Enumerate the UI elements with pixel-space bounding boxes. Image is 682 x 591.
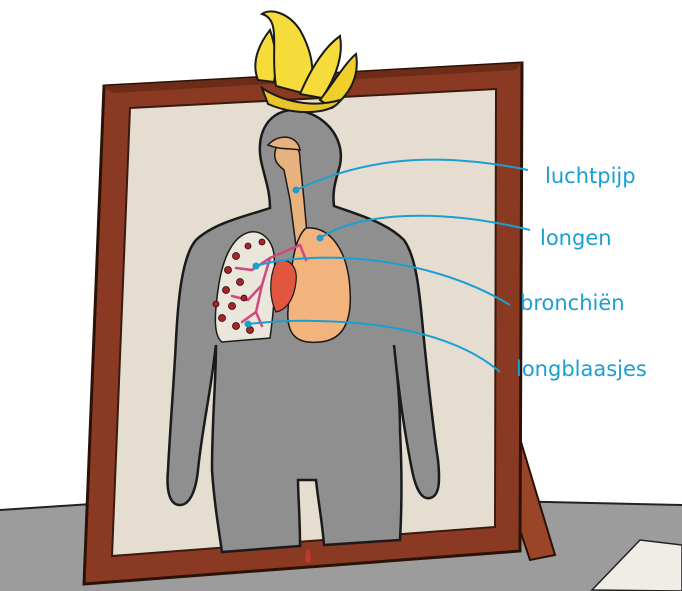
label-lungs: longen [540,226,612,250]
label-trachea: luchtpijp [545,164,636,188]
label-bronchi: bronchiën [520,291,625,315]
label-alveoli: longblaasjes [516,357,647,381]
